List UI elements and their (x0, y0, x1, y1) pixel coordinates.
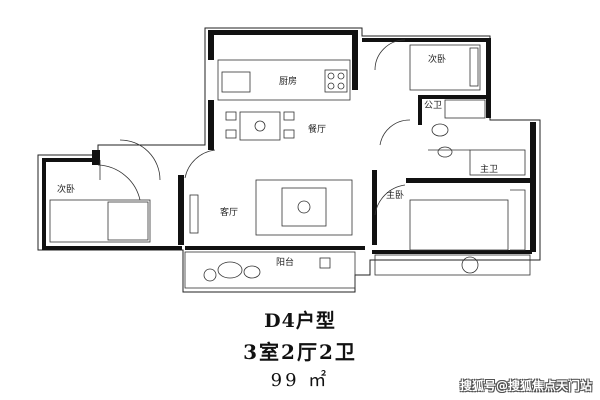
floor-plan: 厨房 餐厅 次卧 公卫 主卫 次卧 客厅 主卧 阳台 (37, 27, 541, 293)
room-label-bedroom-top-right: 次卧 (428, 53, 446, 65)
room-label-master-bath: 主卫 (480, 163, 498, 175)
room-label-bedroom-left: 次卧 (57, 183, 75, 195)
room-label-dining: 餐厅 (308, 123, 326, 135)
room-label-public-bath: 公卫 (424, 100, 442, 111)
area-caption: 99 ㎡ (270, 370, 330, 391)
room-label-balcony: 阳台 (276, 256, 294, 268)
room-label-kitchen: 厨房 (279, 75, 297, 87)
unit-type-caption: D4户型 (264, 310, 336, 332)
watermark-text: 搜狐号@搜狐焦点天门站 (459, 379, 592, 393)
room-label-living: 客厅 (220, 206, 238, 218)
room-label-master-bedroom: 主卧 (386, 189, 404, 201)
layout-caption: 3室2厅2卫 (243, 340, 357, 364)
